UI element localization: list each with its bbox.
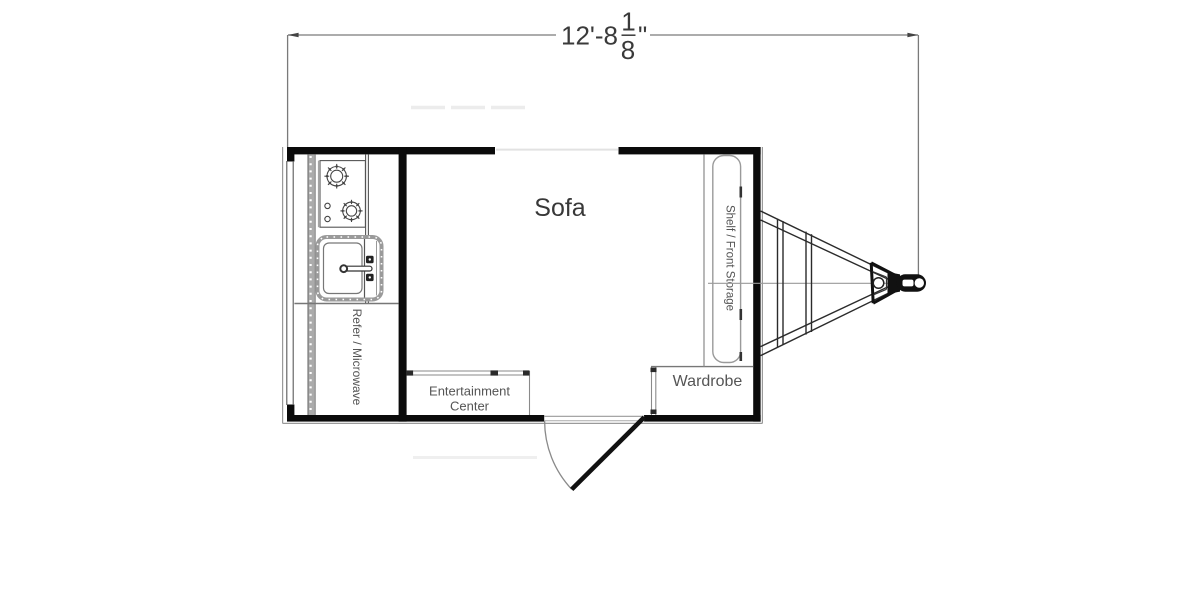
svg-text:": " (638, 21, 647, 51)
svg-text:Center: Center (450, 399, 490, 414)
svg-text:1: 1 (621, 7, 635, 37)
svg-text:Shelf / Front Storage: Shelf / Front Storage (724, 205, 736, 311)
svg-text:Entertainment: Entertainment (429, 384, 510, 399)
svg-text:8: 8 (621, 35, 635, 65)
svg-text:Wardrobe: Wardrobe (673, 373, 743, 390)
svg-text:Sofa: Sofa (534, 194, 586, 222)
svg-text:Refer / Microwave: Refer / Microwave (350, 309, 364, 406)
svg-text:12'-8: 12'-8 (561, 21, 618, 51)
